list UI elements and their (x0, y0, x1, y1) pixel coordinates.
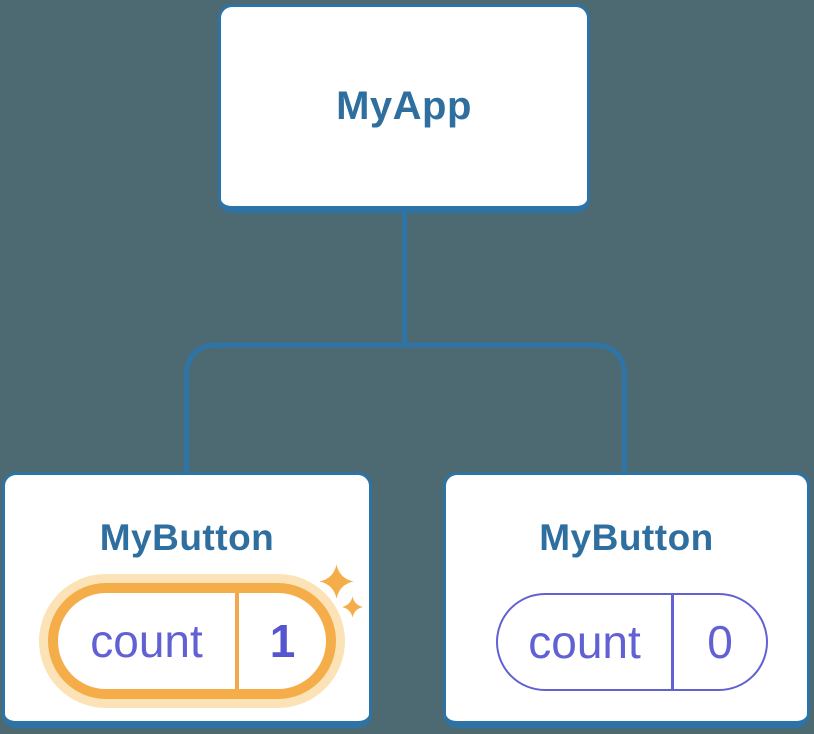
state-pill-divider (235, 593, 239, 689)
state-key-label: count (528, 616, 641, 668)
node-myapp: MyApp (218, 4, 590, 213)
node-mybutton-right-label: MyButton (539, 517, 714, 558)
state-key-label: count (90, 615, 203, 667)
node-mybutton-left-label: MyButton (99, 517, 275, 558)
sparkle-icon (319, 564, 363, 618)
state-pill-highlighted: count 1 (39, 574, 345, 708)
node-mybutton-left: MyButton count 1 (2, 472, 372, 728)
state-pill-highlight-ring: count 1 (48, 583, 336, 699)
node-myapp-label: MyApp (336, 84, 472, 128)
node-mybutton-right: MyButton count 0 (443, 472, 810, 728)
state-pill: count 1 (58, 593, 326, 689)
state-value: 1 (269, 615, 296, 667)
state-pill-plain: count 0 (496, 593, 768, 691)
state-value: 0 (707, 616, 733, 668)
state-pill-divider (671, 595, 674, 689)
